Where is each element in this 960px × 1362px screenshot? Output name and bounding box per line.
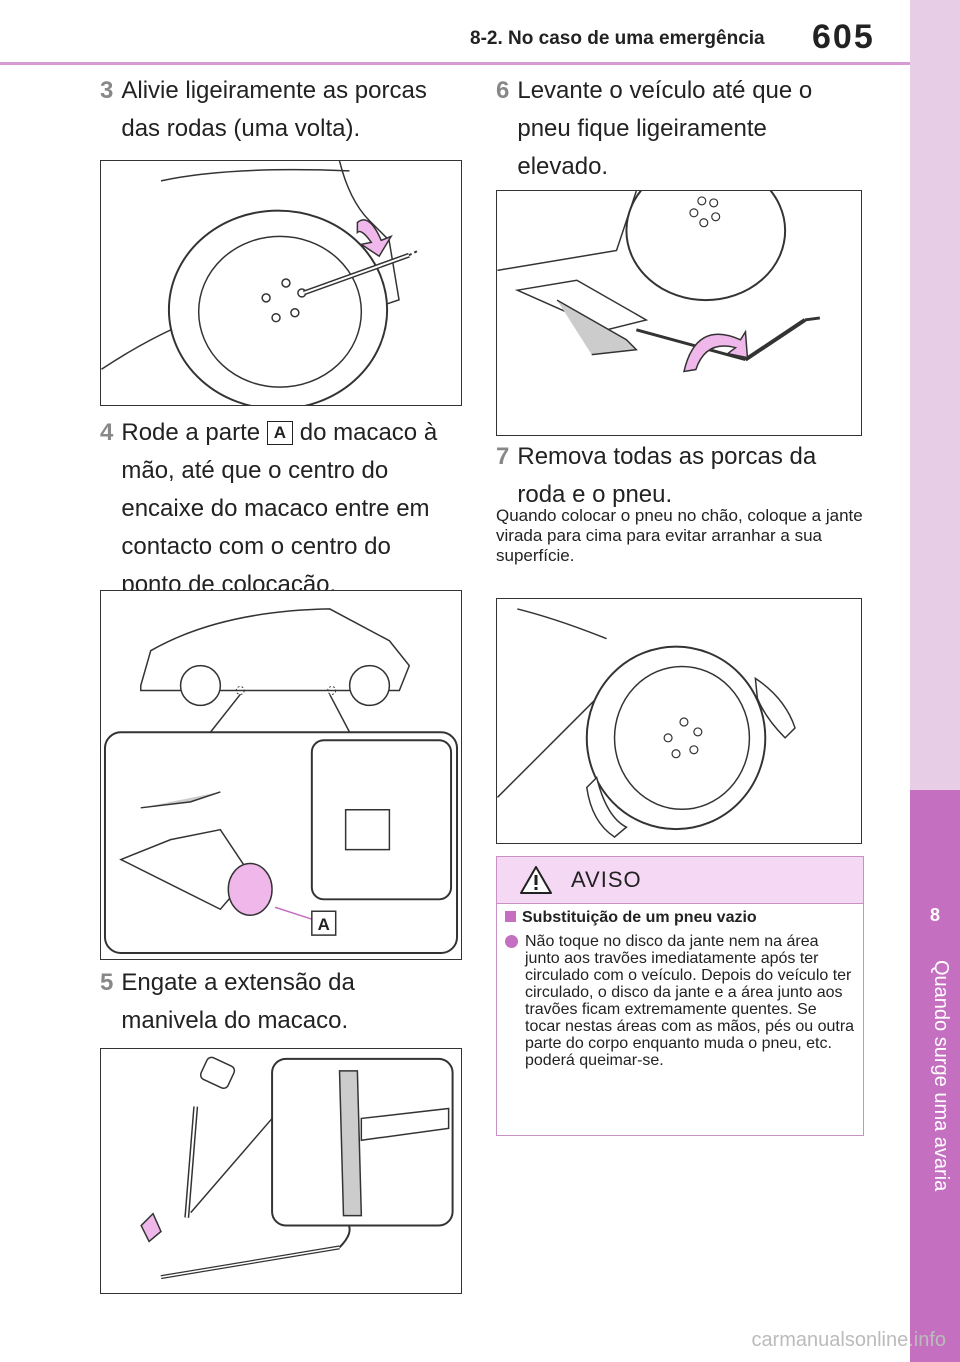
- figure-remove-wheel: [496, 598, 862, 844]
- step-text: Levante o veículo até que o pneu fique l…: [517, 77, 813, 180]
- step-number: 5: [100, 969, 114, 996]
- warning-triangle-icon: [520, 866, 552, 894]
- step-6: 6 Levante o veículo até que o pneu fique …: [496, 72, 847, 186]
- warning-subtitle-text: Substituição de um pneu vazio: [522, 909, 757, 926]
- step-number: 3: [100, 77, 114, 104]
- remove-wheel-illustration: [497, 608, 796, 838]
- figure-jack-position: A: [100, 590, 462, 960]
- step-5: 5 Engate a extensão da manivela do macaco…: [100, 964, 451, 1040]
- step-text: Engate a extensão da manivela do macaco.: [121, 969, 355, 1034]
- raise-vehicle-illustration: [497, 191, 821, 373]
- chapter-title: Quando surge uma avaria: [930, 960, 952, 1192]
- loosen-nuts-illustration: [101, 161, 420, 405]
- step-text: Rode a parte A do macaco à mão, até que …: [121, 414, 451, 604]
- note-text: Quando colocar o pneu no chão, coloque a…: [496, 506, 863, 565]
- step-text: Alivie ligeiramente as porcas das rodas …: [121, 77, 427, 142]
- square-bullet-icon: [505, 911, 516, 922]
- label-a-icon: A: [266, 421, 294, 445]
- circle-bullet-icon: [505, 935, 518, 948]
- figure-crank-extension: [100, 1048, 462, 1294]
- warning-body-text: Não toque no disco da jante nem na área …: [525, 933, 855, 1069]
- page-number: 605: [812, 18, 875, 56]
- step-7: 7 Remova todas as porcas da roda e o pneu…: [496, 438, 847, 514]
- figure-raise-vehicle: [496, 190, 862, 436]
- step-number: 6: [496, 77, 510, 104]
- warning-header: AVISO: [497, 857, 863, 904]
- section-title: 8-2. No caso de uma emergência: [470, 28, 765, 49]
- jack-position-illustration: A: [103, 608, 459, 955]
- step-number: 4: [100, 419, 114, 446]
- warning-box: AVISO Substituição de um pneu vazio Não …: [496, 856, 864, 1136]
- figure-label-a: A: [318, 915, 330, 934]
- warning-title: AVISO: [571, 867, 642, 892]
- warning-body: Não toque no disco da jante nem na área …: [505, 933, 855, 1069]
- step-text: Remova todas as porcas da roda e o pneu.: [517, 443, 817, 508]
- header-rule: [0, 62, 910, 65]
- step-text-before: Rode a parte: [121, 419, 261, 446]
- warning-subtitle: Substituição de um pneu vazio: [505, 909, 757, 927]
- step-4: 4 Rode a parte A do macaco à mão, até que…: [100, 414, 451, 604]
- crank-extension-illustration: [140, 1056, 454, 1280]
- figure-loosen-nuts: [100, 160, 462, 406]
- step-text-after: do macaco à mão, até que o centro do enc…: [121, 419, 438, 598]
- side-tab-top: [910, 0, 960, 790]
- step-3: 3 Alivie ligeiramente as porcas das rodas…: [100, 72, 451, 148]
- chapter-number: 8: [929, 905, 940, 925]
- watermark: carmanualsonline.info: [751, 1329, 946, 1351]
- step-number: 7: [496, 443, 510, 470]
- side-tab: [910, 790, 960, 1362]
